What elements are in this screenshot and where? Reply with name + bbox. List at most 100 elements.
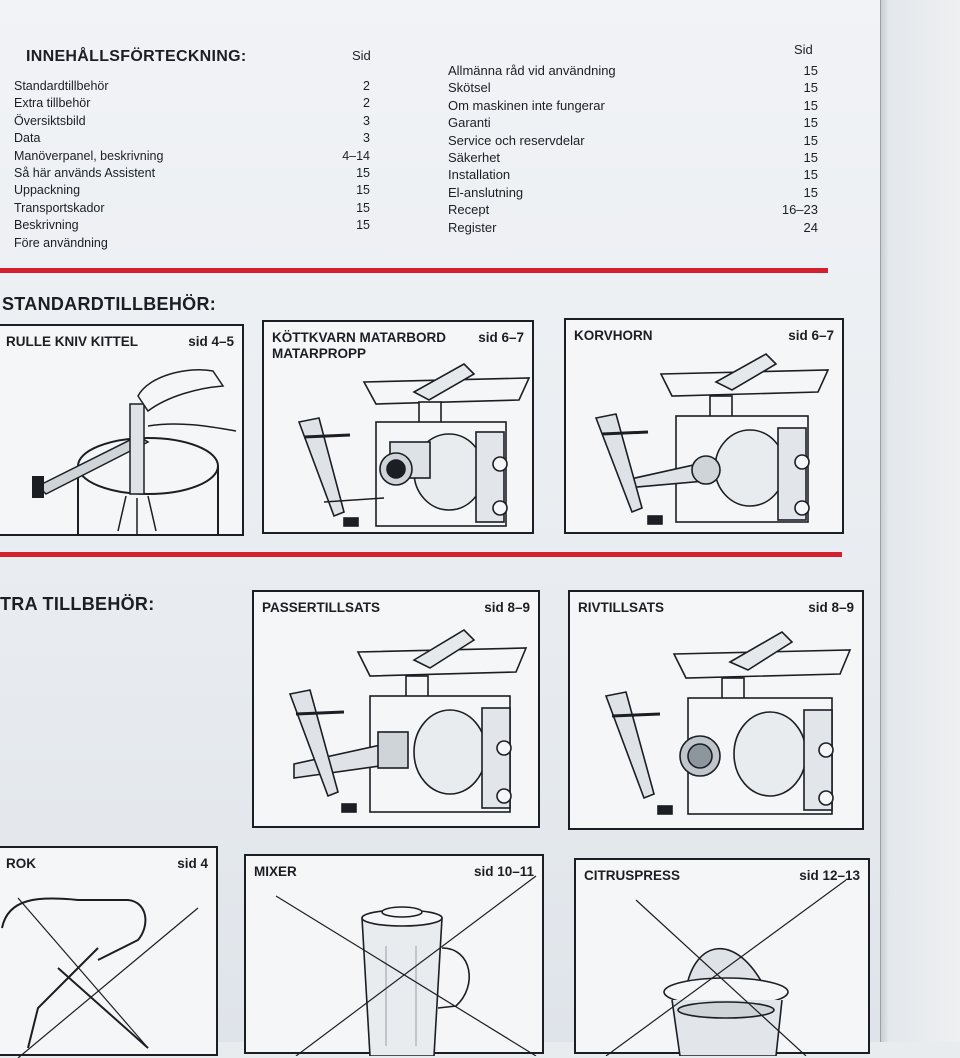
toc-entry-page: 15	[356, 200, 370, 215]
panel-mixer: MIXER sid 10–11	[244, 854, 544, 1056]
toc-entry-page: 15	[356, 218, 370, 233]
grater-attachment-illustration	[604, 631, 852, 815]
toc-entry-label: Uppackning	[14, 183, 81, 198]
toc-entry-label: Extra tillbehör	[14, 96, 91, 111]
toc-entry-page: 15	[803, 167, 818, 183]
panel-rulle-kniv-kittel: RULLE KNIV KITTEL sid 4–5	[0, 324, 244, 536]
strainer-attachment-illustration	[288, 628, 528, 813]
toc-entry-label: Recept	[448, 202, 490, 218]
manual-page: INNEHÅLLSFÖRTECKNING: Sid Sid Standardti…	[0, 0, 888, 1058]
red-divider-middle	[0, 552, 842, 557]
toc-entry-page: 15	[803, 184, 818, 200]
toc-entry-page: 3	[363, 113, 370, 128]
toc-entry: Standardtillbehör 2	[14, 78, 370, 95]
toc-entry-page: 15	[803, 63, 818, 78]
toc-entry-page: 4–14	[342, 148, 370, 163]
toc-entry: Uppackning 15	[14, 182, 370, 199]
panel-title: KÖTTKVARN MATARBORD MATARPROPP	[272, 330, 446, 361]
toc-entry-label: Installation	[448, 167, 511, 183]
toc-entry: Om maskinen inte fungerar 15	[448, 97, 818, 114]
toc-entry-label: Säkerhet	[448, 149, 501, 165]
toc-entry-label: Service och reservdelar	[448, 132, 585, 148]
toc-title: INNEHÅLLSFÖRTECKNING:	[26, 48, 247, 65]
toc-entry: Beskrivning 15	[14, 217, 370, 234]
toc-entry: Extra tillbehör 2	[14, 95, 370, 112]
toc-entry-label: Garanti	[448, 115, 491, 131]
red-divider-top	[0, 268, 828, 273]
section-title-standard: STANDARDTILLBEHÖR:	[2, 294, 217, 314]
panel-page-ref: sid 6–7	[788, 328, 834, 343]
toc-right-sid-header: Sid	[794, 42, 813, 57]
panel-title: PASSERTILLSATS	[262, 600, 381, 615]
toc-entry-label: Manöverpanel, beskrivning	[14, 148, 164, 163]
panel-page-ref: sid 4	[177, 856, 208, 871]
toc-entry: Recept 16–23	[448, 201, 818, 218]
toc-entry-label: Beskrivning	[14, 218, 79, 233]
toc-entry-page: 2	[363, 79, 370, 93]
panel-citruspress: CITRUSPRESS sid 12–13	[574, 858, 870, 1056]
section-title-extra: TRA TILLBEHÖR:	[0, 594, 155, 614]
toc-entry: Allmänna råd vid användning 15	[448, 62, 818, 79]
dough-hook-illustration	[1, 897, 199, 1058]
toc-entry: Säkerhet 15	[448, 149, 818, 166]
panel-page-ref: sid 4–5	[188, 334, 234, 349]
toc-entry-page: 2	[363, 96, 370, 111]
meat-grinder-illustration	[297, 363, 531, 527]
panel-passertillsats: PASSERTILLSATS sid 8–9	[252, 590, 540, 828]
panel-korvhorn: KORVHORN sid 6–7	[564, 318, 844, 534]
citrus-press-illustration	[605, 879, 847, 1056]
toc-entry-page: 15	[803, 80, 818, 96]
toc-entry-label: Före användning	[14, 235, 108, 250]
toc-entry: Register 24	[448, 219, 818, 236]
toc-entry: Före användning	[14, 235, 370, 252]
toc-entry-page: 15	[803, 132, 818, 148]
toc-left-sid-header: Sid	[352, 48, 371, 63]
toc-entry-label: El-anslutning	[448, 184, 524, 200]
toc-entry: Data 3	[14, 130, 370, 147]
toc-entry: Service och reservdelar 15	[448, 132, 818, 149]
toc-entry-label: Data	[14, 131, 41, 146]
sausage-horn-illustration	[594, 353, 830, 525]
toc-entry-label: Så här används Assistent	[14, 165, 156, 180]
panel-page-ref: sid 8–9	[484, 600, 530, 615]
panel-title: CITRUSPRESS	[584, 868, 681, 883]
toc-entry-label: Om maskinen inte fungerar	[448, 97, 605, 113]
toc-entry-label: Allmänna råd vid användning	[448, 63, 616, 78]
toc-entry-label: Översiktsbild	[14, 113, 86, 128]
panel-title: KORVHORN	[574, 328, 653, 343]
toc-entry: Skötsel 15	[448, 79, 818, 96]
toc-entry-page: 15	[356, 165, 370, 180]
blender-jug-illustration	[275, 875, 537, 1056]
panel-page-ref: sid 12–13	[799, 868, 860, 883]
panel-page-ref: sid 10–11	[473, 864, 534, 879]
toc-entry-page: 15	[803, 97, 818, 113]
toc-entry: Garanti 15	[448, 114, 818, 131]
toc-entry-label: Register	[448, 219, 497, 235]
panel-rivtillsats: RIVTILLSATS sid 8–9	[568, 590, 864, 830]
panel-page-ref: sid 6–7	[478, 330, 524, 345]
panel-title: ROK	[6, 856, 36, 871]
next-page-edge	[880, 0, 960, 1042]
panel-title: MIXER	[254, 864, 297, 879]
panel-title: RIVTILLSATS	[578, 600, 664, 615]
toc-entry-page: 16–23	[781, 202, 818, 218]
toc-entry-page: 15	[356, 183, 370, 198]
toc-entry-label: Skötsel	[448, 80, 491, 96]
toc-entry-page: 15	[803, 149, 818, 165]
toc-entry: El-anslutning 15	[448, 184, 818, 201]
toc-entry: Installation 15	[448, 166, 818, 183]
toc-entry-page: 3	[363, 131, 370, 146]
toc-entry: Översiktsbild 3	[14, 113, 370, 130]
panel-kottkvarn: KÖTTKVARN MATARBORD MATARPROPP sid 6–7	[262, 320, 534, 534]
toc-entry-label: Standardtillbehör	[14, 79, 109, 93]
panel-title: RULLE KNIV KITTEL	[6, 334, 138, 349]
panel-page-ref: sid 8–9	[808, 600, 854, 615]
toc-entry-page: 24	[803, 219, 818, 235]
toc-entry-page: 15	[803, 115, 818, 131]
toc-entry: Så här används Assistent 15	[14, 165, 370, 182]
panel-krok: ROK sid 4	[0, 846, 218, 1058]
bowl-beater-illustration	[32, 369, 237, 536]
